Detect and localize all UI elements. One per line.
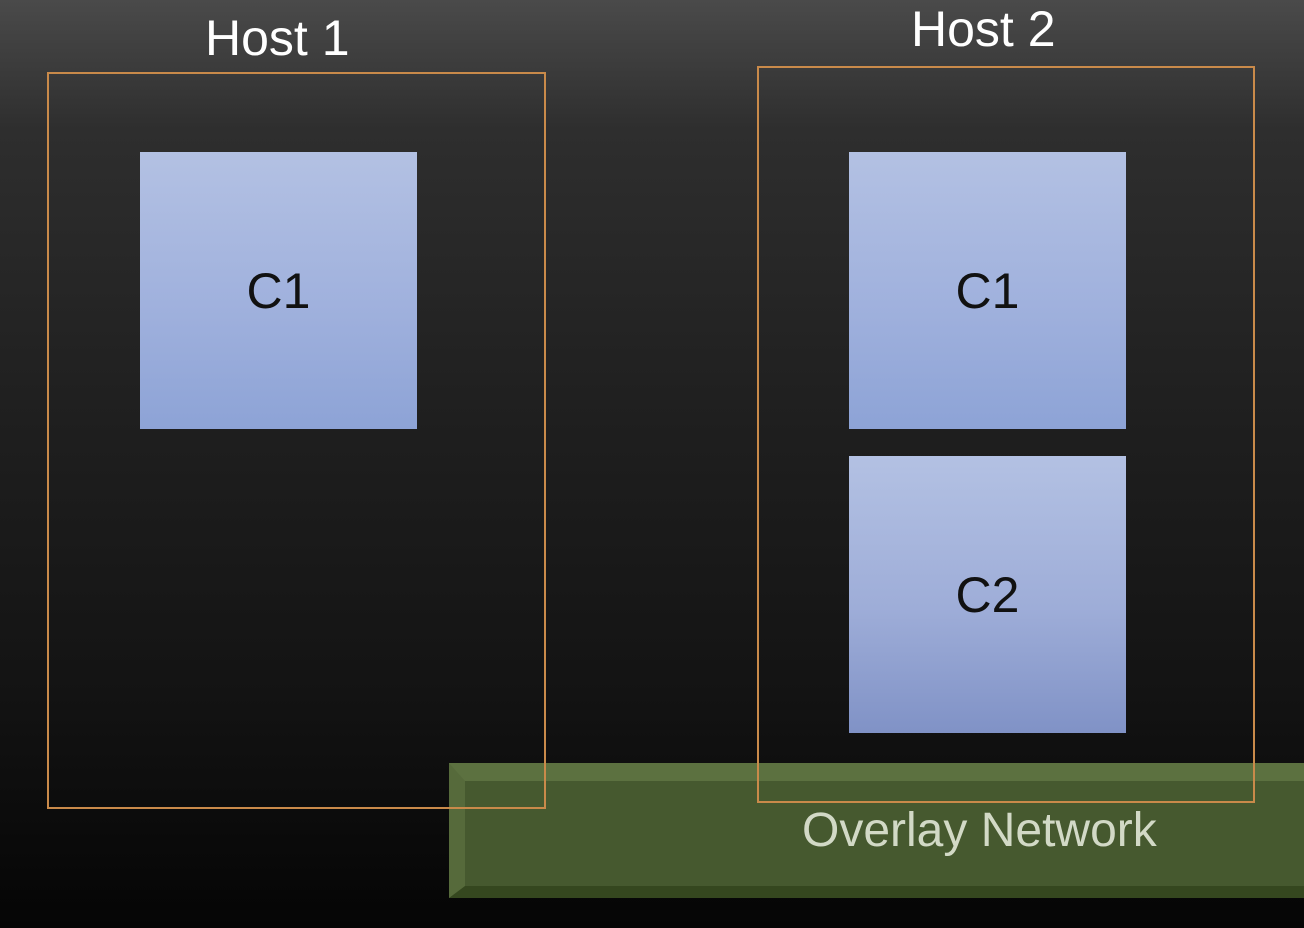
container-label: C1 (246, 262, 311, 319)
host-2-title: Host 2 (911, 1, 1056, 57)
overlay-network-label: Overlay Network (802, 804, 1157, 857)
host-2-container-c2: C2 (849, 456, 1126, 733)
container-label: C2 (955, 566, 1020, 623)
host-2-box (757, 66, 1255, 803)
overlay-network-bar: Overlay Network (449, 763, 1304, 898)
host-1-container-c1: C1 (140, 152, 417, 429)
host-2-container-c1: C1 (849, 152, 1126, 429)
container-label: C1 (955, 262, 1020, 319)
host-1-title: Host 1 (205, 10, 350, 66)
host-1-box (47, 72, 546, 809)
